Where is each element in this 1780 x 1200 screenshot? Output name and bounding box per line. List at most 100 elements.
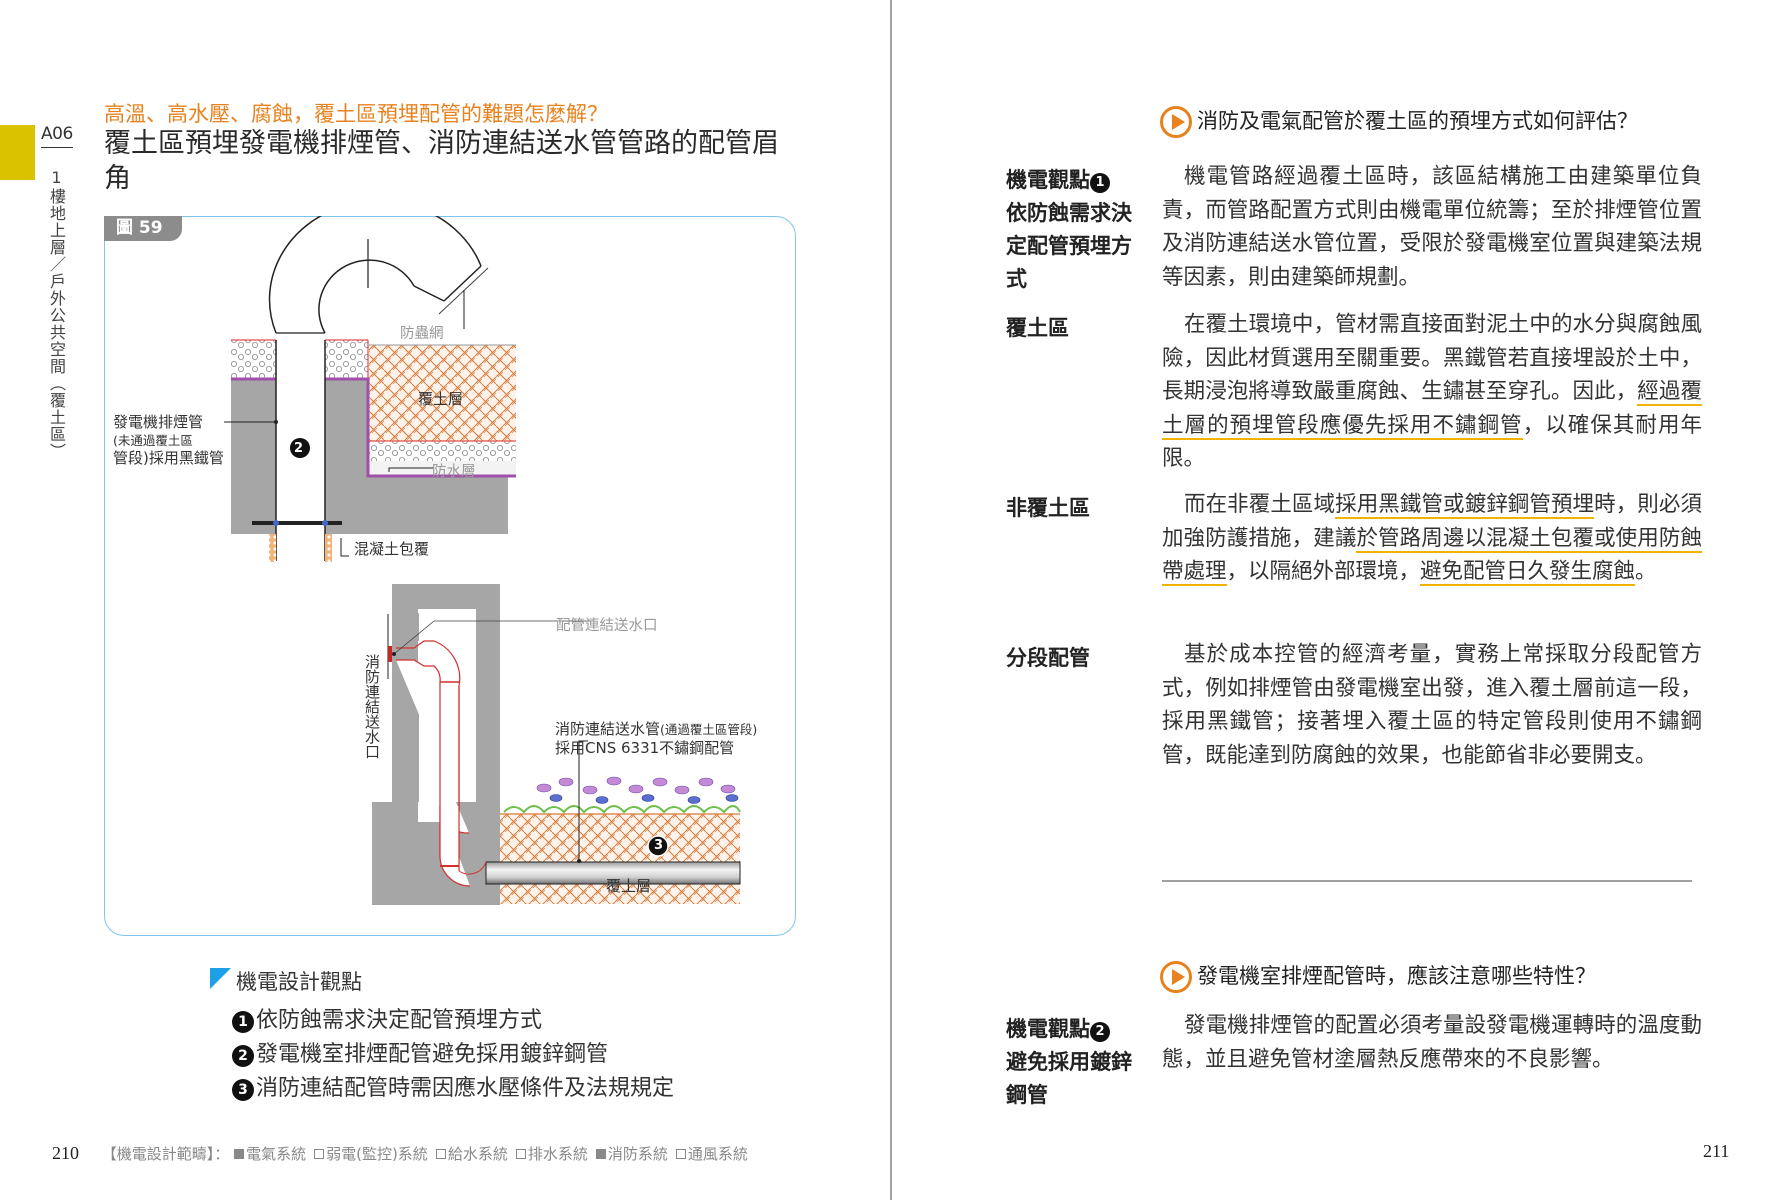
highlight-underline: 於管路周邊以混凝土包覆或使用防蝕帶處理 <box>1162 525 1702 587</box>
number-badge-icon: 1 <box>1090 173 1110 193</box>
marker-3-number: 3 <box>654 838 664 853</box>
system-name: 通風系統 <box>687 1145 748 1163</box>
system-check-item: 給水系統 <box>435 1145 508 1163</box>
system-check-item: 通風系統 <box>675 1145 748 1163</box>
paragraph-4: 基於成本控管的經濟考量，實務上常採取分段配管方式，例如排煙管由發電機室出發，進入… <box>1162 642 1702 768</box>
section-path: 1樓地上層／戶外公共空間（覆土區） <box>47 168 66 460</box>
label-concrete-cover: 混凝土包覆 <box>354 540 430 558</box>
fire-diagram <box>372 584 741 905</box>
point-prefix: 機電觀點 <box>1006 167 1090 192</box>
checked-box-icon <box>595 1149 606 1159</box>
footer-left: 210 【機電設計範疇】： 電氣系統弱電(監控)系統給水系統排水系統消防系統通風… <box>52 1143 756 1164</box>
design-point-text: 發電機室排煙配管避免採用鍍鋅鋼管 <box>256 1042 609 1067</box>
exhaust-diagram <box>224 216 516 562</box>
unchecked-box-icon <box>675 1149 686 1159</box>
label-fire-pipe-1: 消防連結送水管(通過覆土區管段) <box>555 718 757 739</box>
design-points-heading: 機電設計觀點 <box>210 966 362 996</box>
figure-frame <box>104 216 796 936</box>
paragraph-3-text-c: ，以隔絕外部環境， <box>1226 559 1421 585</box>
figure-tag: 圖 59 <box>104 216 182 241</box>
question-heading-2-text: 發電機室排煙配管時，應該注意哪些特性？ <box>1197 964 1596 988</box>
chapter-tab <box>0 125 35 180</box>
design-points-heading-text: 機電設計觀點 <box>236 970 362 994</box>
concrete-base <box>368 476 508 534</box>
section-code: A06 <box>41 124 73 148</box>
system-name: 消防系統 <box>607 1145 668 1163</box>
number-badge-icon: 1 <box>232 1011 254 1033</box>
unchecked-box-icon <box>515 1149 526 1159</box>
label-fire-pipe-1-main: 消防連結送水管 <box>555 720 661 738</box>
concrete-left <box>231 379 276 534</box>
question-heading-2: 發電機室排煙配管時，應該注意哪些特性？ <box>1160 960 1596 993</box>
question-heading-1: 消防及電氣配管於覆土區的預埋方式如何評估？ <box>1160 105 1638 138</box>
label-soil-layer-bottom: 覆土層 <box>606 877 652 895</box>
page-number-left: 210 <box>52 1143 79 1163</box>
waterproof-line <box>325 377 516 478</box>
figure-diagram <box>224 216 741 905</box>
number-badge-icon: 2 <box>232 1045 254 1067</box>
paragraph-5: 發電機排煙管的配置必須考量設發電機運轉時的溫度動態，並且避免管材塗層熱反應帶來的… <box>1162 1013 1702 1072</box>
paragraph-1: 機電管路經過覆土區時，該區結構施工由建築單位負責，而管路配置方式則由機電單位統籌… <box>1162 164 1702 290</box>
side-label-segment: 分段配管 <box>1006 645 1090 670</box>
label-exhaust-pipe-3: 管段)採用黑鐵管 <box>113 449 224 467</box>
point-label-text: 避免採用鍍鋅鋼管 <box>1006 1049 1132 1107</box>
marker-2 <box>290 438 310 458</box>
system-check-item: 弱電(監控)系統 <box>314 1145 428 1163</box>
label-fire-inlet: 消防連結送水口 <box>363 654 381 759</box>
highlight-underline: 經過覆土層的預埋管段應優先採用不鏽鋼管 <box>1162 379 1702 440</box>
system-check-item: 電氣系統 <box>234 1145 306 1163</box>
stainless-pipe <box>485 861 741 885</box>
system-name: 給水系統 <box>447 1145 508 1163</box>
checked-box-icon <box>234 1149 245 1159</box>
concrete-right <box>325 379 368 534</box>
marker-3 <box>647 835 669 857</box>
system-checklist: 電氣系統 弱電(監控)系統 給水系統 排水系統 消防系統 通風系統 <box>234 1145 756 1163</box>
number-badge-icon: 2 <box>1090 1022 1110 1042</box>
paragraph-3: 而在非覆土區域採用黑鐵管或鍍鋅鋼管預埋時，則必須加強防護措施，建議於管路周邊以混… <box>1162 488 1702 589</box>
play-icon <box>1160 961 1192 993</box>
soil-layer-top <box>369 345 516 441</box>
section-divider <box>1162 880 1692 882</box>
paragraph-3-text-a: 而在非覆土區域 <box>1184 492 1336 517</box>
label-fire-pipe-2: 採用CNS 6331不鏽鋼配管 <box>555 739 735 757</box>
paragraph-3-text-b: 時，則必須加強防護措施，建議 <box>1162 492 1702 551</box>
page-number-right: 211 <box>1703 1141 1730 1161</box>
label-exhaust-pipe-1: 發電機排煙管 <box>113 413 204 431</box>
point-label-text: 依防蝕需求決定配管預埋方式 <box>1006 200 1132 291</box>
paragraph-2: 在覆土環境中，管材需直接面對泥土中的水分與腐蝕風險，因此材質選用至關重要。黑鐵管… <box>1162 308 1702 476</box>
system-check-item: 消防系統 <box>595 1145 668 1163</box>
unchecked-box-icon <box>435 1149 446 1159</box>
question-heading-1-text: 消防及電氣配管於覆土區的預埋方式如何評估？ <box>1197 109 1638 133</box>
soil-layer-bottom <box>500 814 740 904</box>
play-icon <box>1160 106 1192 138</box>
highlight-underline: 避免配管日久發生腐蝕 <box>1420 559 1636 587</box>
paragraph-3-text-d: 。 <box>1635 559 1657 585</box>
label-waterproof: 防水層 <box>432 464 476 480</box>
number-badge-icon: 3 <box>232 1079 254 1101</box>
system-name: 電氣系統 <box>246 1145 307 1163</box>
page-gutter <box>890 0 892 1200</box>
highlight-underline: 採用黑鐵管或鍍鋅鋼管預埋 <box>1335 492 1595 519</box>
pointer-icon <box>210 968 231 989</box>
label-exhaust-pipe-2: (未通過覆土區 <box>113 433 193 448</box>
label-insect-screen: 防蟲網 <box>400 326 444 342</box>
side-label-soil: 覆土區 <box>1006 315 1069 340</box>
side-label-non-soil: 非覆土區 <box>1006 495 1090 520</box>
paragraph-2-text-a: 在覆土環境中，管材需直接面對泥土中的水分與腐蝕風險，因此材質選用至關重要。黑鐵管… <box>1162 312 1702 405</box>
unchecked-box-icon <box>314 1149 325 1159</box>
design-point-text: 消防連結配管時需因應水壓條件及法規規定 <box>256 1076 675 1101</box>
page-subtitle: 高溫、高水壓、腐蝕，覆土區預埋配管的難題怎麼解？ <box>104 102 608 126</box>
page-title: 覆土區預埋發電機排煙管、消防連結送水管管路的配管眉角 <box>104 128 779 194</box>
system-name: 弱電(監控)系統 <box>326 1145 428 1163</box>
system-name: 排水系統 <box>527 1145 588 1163</box>
plants <box>503 776 741 814</box>
system-check-item: 排水系統 <box>515 1145 588 1163</box>
marker-2-number: 2 <box>294 441 304 456</box>
label-inlet-connection: 配管連結送水口 <box>556 618 658 634</box>
